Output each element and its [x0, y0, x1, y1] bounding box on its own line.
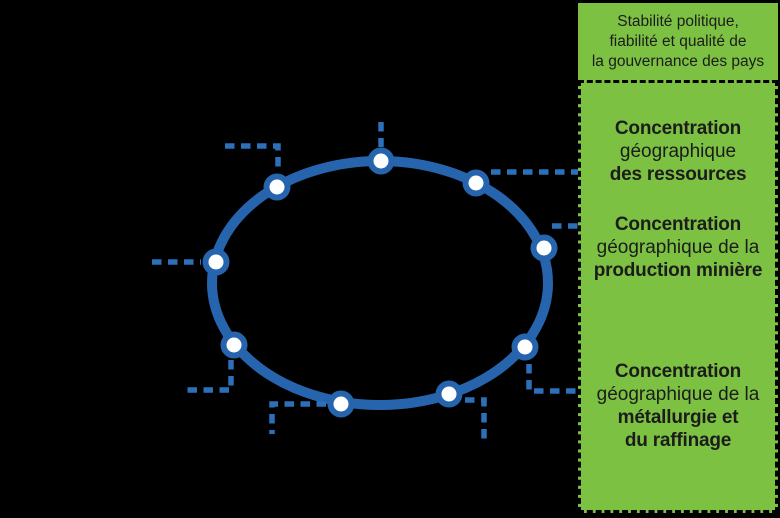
header-line-3: la gouvernance des pays	[591, 52, 765, 70]
label-line: métallurgie et	[617, 407, 739, 428]
label-line: géographique de la	[596, 384, 760, 405]
legend-body	[578, 80, 778, 513]
dashed-connector-upper-left	[225, 143, 281, 172]
legend-header: Stabilité politique, fiabilité et qualit…	[578, 3, 778, 80]
node-core	[208, 254, 224, 270]
header-line-1: Stabilité politique,	[617, 12, 739, 30]
label-line: géographique	[619, 141, 737, 162]
node-core	[269, 179, 285, 195]
cycle-ellipse	[207, 156, 553, 410]
node-top	[367, 147, 395, 175]
node-core	[517, 339, 533, 355]
legend-panel: Stabilité politique, fiabilité et qualit…	[578, 0, 778, 518]
label-line: du raffinage	[624, 430, 732, 451]
node-core	[333, 396, 349, 412]
node-core	[226, 337, 242, 353]
label-line: Concentration	[614, 361, 742, 382]
dashed-connector-to-metallurgie	[526, 364, 580, 394]
node-left	[202, 248, 230, 276]
node-core	[536, 240, 552, 256]
node-lower-left	[220, 331, 248, 359]
dashed-connector-lower-left	[185, 360, 234, 393]
label-line: des ressources	[609, 164, 747, 185]
label-ressources: Concentration géographique des ressource…	[578, 117, 778, 186]
dashed-connector-bottom-right	[465, 397, 487, 441]
node-right	[530, 234, 558, 262]
label-line: Concentration	[614, 214, 742, 235]
label-line: géographique de la	[596, 237, 760, 258]
node-core	[373, 153, 389, 169]
node-bottom-left	[327, 390, 355, 418]
node-bottom-right	[435, 380, 463, 408]
node-lower-right	[511, 333, 539, 361]
node-upper-right	[462, 169, 490, 197]
label-production-miniere: Concentration géographique de la product…	[578, 213, 778, 282]
node-upper-left	[263, 173, 291, 201]
label-line: production minière	[593, 260, 763, 281]
node-core	[468, 175, 484, 191]
node-core	[441, 386, 457, 402]
dashed-connector-bottom-left	[269, 401, 326, 434]
label-line: Concentration	[614, 118, 742, 139]
header-line-2: fiabilité et qualité de	[609, 32, 747, 50]
label-metallurgie-raffinage: Concentration géographique de la métallu…	[578, 360, 778, 452]
